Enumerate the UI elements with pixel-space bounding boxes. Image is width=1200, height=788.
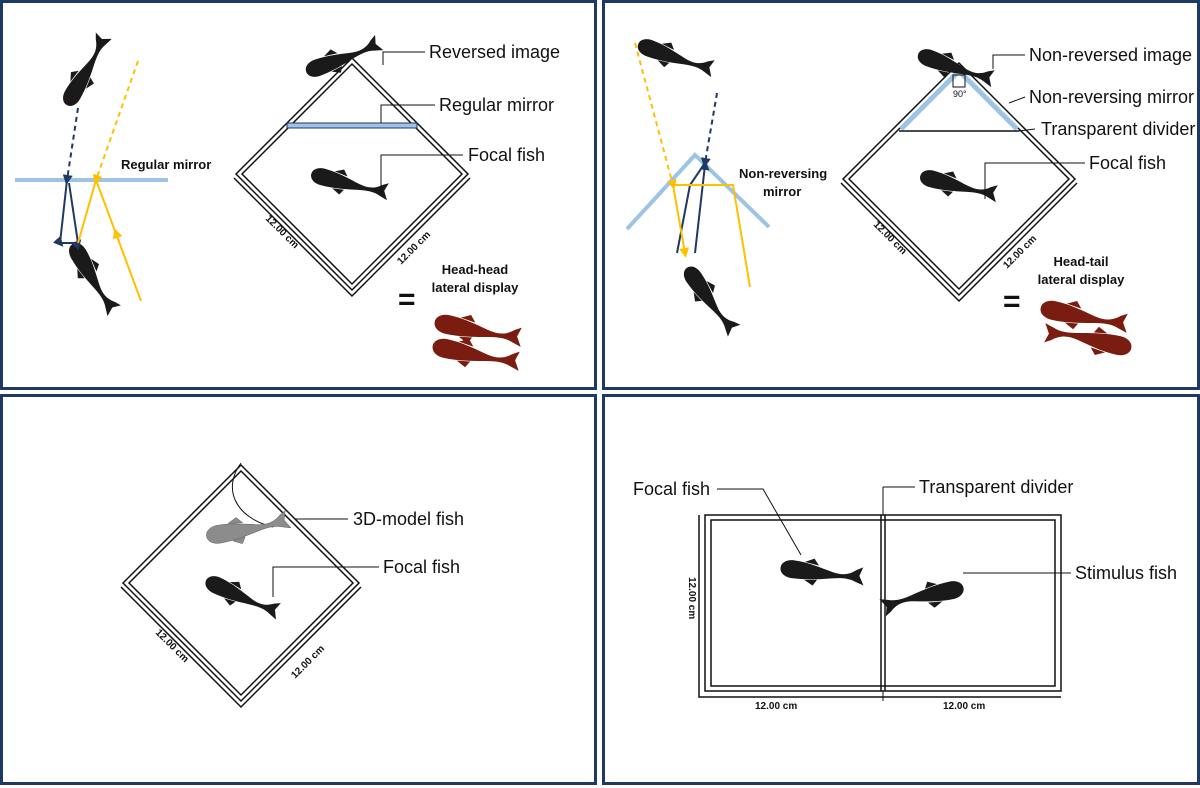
- dim-left: 12.00 cm: [686, 577, 697, 619]
- reversed-image-label: Reversed image: [429, 42, 560, 62]
- nonreversing-mirror-panel: Non-reversing mirror 90° Non-reversed im…: [602, 0, 1200, 390]
- display-label-line1: Head-tail: [1054, 254, 1109, 269]
- tank-rectangle: [698, 514, 1062, 698]
- focal-fish-icon: [916, 163, 1001, 209]
- leader-reversed: [382, 51, 425, 65]
- dim-bottom-left: 12.00 cm: [755, 701, 797, 712]
- yellow-ray-solid: [672, 184, 751, 288]
- leader-mirror: [1008, 96, 1026, 104]
- equals-sign: =: [398, 283, 416, 316]
- nonreversed-image-label: Non-reversed image: [1029, 45, 1192, 65]
- transparent-divider-label: Transparent divider: [919, 477, 1073, 497]
- dark-ray-solid: [52, 179, 82, 251]
- yellow-ray-solid: [77, 179, 142, 302]
- nonreversed-image-fish-icon: [913, 42, 998, 94]
- angle-label: 90°: [953, 89, 967, 99]
- regular-mirror-label: Regular mirror: [439, 95, 554, 115]
- leader-focal: [984, 162, 1085, 199]
- dim-right: 12.00 cm: [289, 643, 327, 681]
- head-tail-display-icon: [1037, 293, 1135, 363]
- regular-mirror-side-label: Regular mirror: [121, 157, 211, 172]
- equals-sign: =: [1003, 285, 1021, 318]
- head-head-display-icon: [429, 307, 526, 379]
- display-label-line1: Head-head: [442, 262, 509, 277]
- tank-diamond: [840, 61, 1078, 303]
- right-angle-marker: [952, 74, 966, 88]
- regular-mirror-panel: Regular mirror Reversed image Regular mi…: [0, 0, 597, 390]
- tank-nonreversing-mirror: [899, 67, 1019, 131]
- display-label-line2: lateral display: [432, 280, 519, 295]
- focal-fish-label: Focal fish: [633, 479, 710, 499]
- leader-focal: [717, 488, 802, 556]
- dark-ray-dashed: [62, 107, 79, 185]
- focal-fish-label: Focal fish: [383, 557, 460, 577]
- live-fish-panel: Focal fish Transparent divider Stimulus …: [602, 394, 1200, 785]
- reflected-fish-icon: [55, 29, 118, 112]
- model-fish-label: 3D-model fish: [353, 509, 464, 529]
- dim-bottom-right: 12.00 cm: [943, 701, 985, 712]
- stimulus-fish-label: Stimulus fish: [1075, 563, 1177, 583]
- real-fish-icon: [61, 237, 124, 320]
- model-fish-panel: 3D-model fish Focal fish 12.00 cm 12.00 …: [0, 394, 597, 785]
- yellow-ray-dashed: [92, 60, 139, 185]
- side-label-line1: Non-reversing: [739, 166, 827, 181]
- reversed-image-fish-icon: [301, 32, 386, 84]
- yellow-ray-dashed: [634, 42, 677, 190]
- dark-ray-solid: [676, 163, 705, 254]
- focal-fish-label: Focal fish: [468, 145, 545, 165]
- dark-ray-dashed: [700, 92, 718, 168]
- model-fish-icon: [203, 508, 293, 551]
- leader-divider: [1018, 128, 1036, 132]
- model-suspension-string: [232, 462, 274, 528]
- leader-nonreversed: [992, 54, 1025, 69]
- focal-fish-label: Focal fish: [1089, 153, 1166, 173]
- side-label-line2: mirror: [763, 184, 801, 199]
- focal-fish-icon: [778, 554, 867, 593]
- leader-focal: [380, 154, 463, 193]
- reflected-fish-icon: [633, 32, 718, 84]
- tank-regular-mirror: [286, 122, 418, 129]
- tank-diamond: [233, 56, 471, 298]
- focal-fish-icon: [307, 161, 392, 207]
- nonreversing-mirror-label: Non-reversing mirror: [1029, 87, 1194, 107]
- tank-diamond: [120, 463, 362, 709]
- display-label-line2: lateral display: [1038, 272, 1125, 287]
- real-fish-icon: [676, 260, 744, 341]
- dim-left: 12.00 cm: [153, 627, 191, 665]
- focal-fish-icon: [200, 568, 284, 626]
- transparent-divider-label: Transparent divider: [1041, 119, 1195, 139]
- leader-focal: [272, 566, 379, 597]
- nonreversing-mirror-line: [625, 152, 771, 231]
- leader-regular-mirror: [380, 104, 435, 123]
- stimulus-fish-icon: [877, 574, 967, 619]
